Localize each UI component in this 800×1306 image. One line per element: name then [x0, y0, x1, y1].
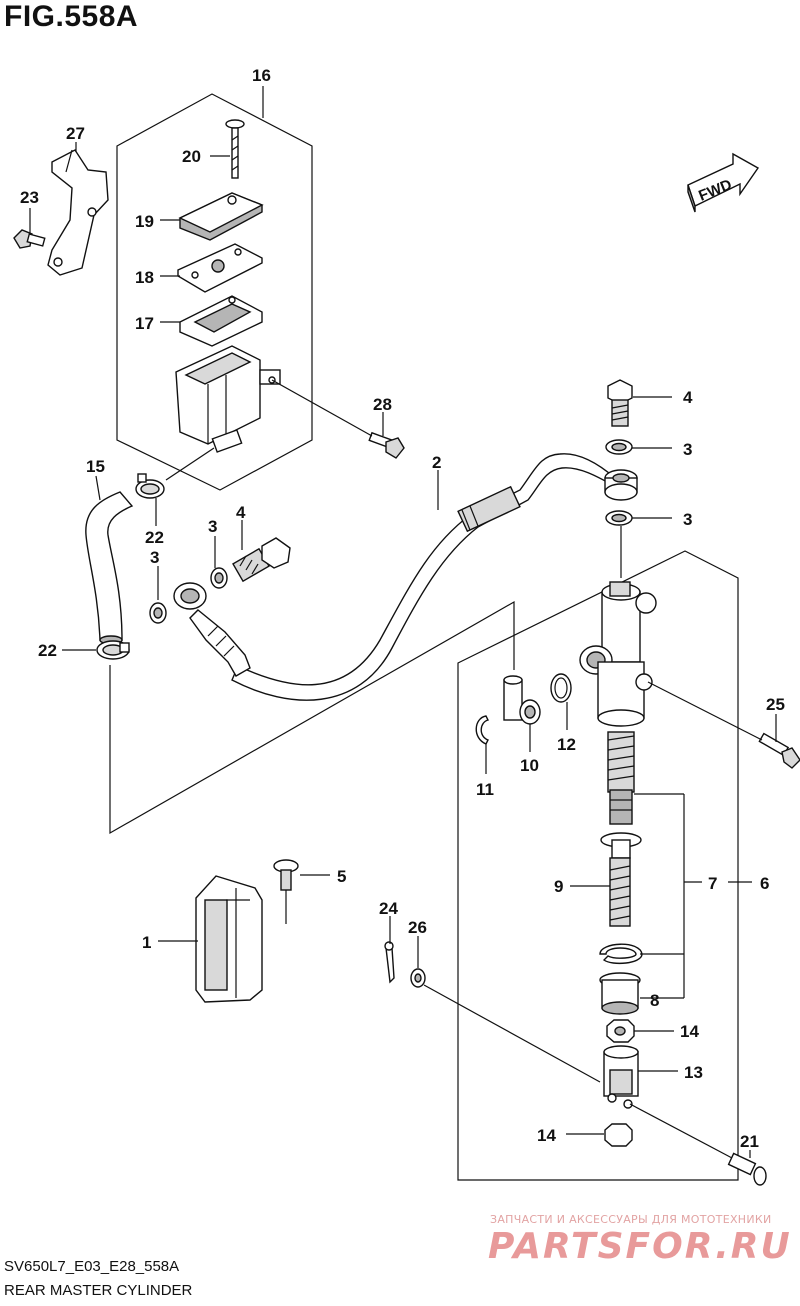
- reservoir-cap-part-19: [178, 192, 264, 241]
- callout-6: 6: [760, 874, 769, 893]
- callout-18: 18: [135, 268, 154, 287]
- diaphragm-plate-part-18: [177, 243, 263, 293]
- callout-4-left: 4: [236, 503, 246, 522]
- cotter-pin-part-24: [384, 941, 395, 984]
- inlet-fitting-part-10: [503, 675, 541, 725]
- callout-12: 12: [557, 735, 576, 754]
- hose-clamp-part-22-upper: [135, 473, 165, 499]
- callout-9: 9: [554, 877, 563, 896]
- watermark-tagline: ЗАПЧАСТИ И АКСЕССУАРЫ ДЛЯ МОТОТЕХНИКИ: [490, 1213, 772, 1226]
- piston-spring-part-7: [600, 731, 642, 859]
- leader-lines: [29, 86, 777, 1158]
- callout-2: 2: [432, 453, 441, 472]
- group-box-6: [457, 550, 739, 1181]
- callout-23: 23: [20, 188, 39, 207]
- reservoir-hose-part-15: [85, 491, 134, 645]
- callout-19: 19: [135, 212, 154, 231]
- callout-15: 15: [86, 457, 105, 476]
- screw-part-5: [273, 859, 299, 924]
- union-bolt-part-4-left: [232, 537, 291, 583]
- callout-13: 13: [684, 1063, 703, 1082]
- bolt-part-25: [647, 681, 800, 769]
- callout-3-right-a: 3: [683, 440, 692, 459]
- figure-code: SV650L7_E03_E28_558A: [4, 1258, 180, 1275]
- fwd-arrow-icon: FWD: [687, 152, 760, 213]
- callout-1: 1: [142, 933, 151, 952]
- clevis-pin-part-21: [629, 1103, 767, 1186]
- callout-8: 8: [650, 991, 659, 1010]
- group-box-hose-outline: [109, 600, 515, 835]
- callout-22-upper: 22: [145, 528, 164, 547]
- o-ring-part-12: [550, 673, 572, 703]
- callout-7: 7: [708, 874, 717, 893]
- callout-5: 5: [337, 867, 346, 886]
- brake-hose-part-2: [231, 453, 620, 701]
- reservoir-cover-part-1: [195, 875, 263, 1003]
- screw-part-20: [225, 119, 245, 179]
- callout-24: 24: [379, 899, 398, 918]
- group-box-16: [116, 93, 313, 491]
- watermark-logo: PARTSFOR.RU: [488, 1226, 792, 1267]
- callout-10: 10: [520, 756, 539, 775]
- callout-25: 25: [766, 695, 785, 714]
- bracket-part-27: [47, 149, 109, 276]
- callout-3-right-b: 3: [683, 510, 692, 529]
- figure-subtitle: REAR MASTER CYLINDER: [4, 1282, 193, 1299]
- callout-20: 20: [182, 147, 201, 166]
- diaphragm-part-17: [179, 295, 263, 347]
- callout-labels: 16 27 20 23 19 18 17 28 4 3 2 15 3 22 3 …: [20, 66, 785, 1151]
- callout-28: 28: [373, 395, 392, 414]
- callout-3-left-a: 3: [150, 548, 159, 567]
- callout-22-lower: 22: [38, 641, 57, 660]
- callout-17: 17: [135, 314, 154, 333]
- callout-3-left-b: 3: [208, 517, 217, 536]
- callout-4-right: 4: [683, 388, 693, 407]
- figure-title: FIG.558A: [4, 0, 139, 33]
- callout-14-lower: 14: [537, 1126, 556, 1145]
- reservoir-body: [165, 345, 281, 481]
- bolt-part-28: [271, 379, 405, 459]
- push-rod-part-9: [609, 857, 631, 927]
- dust-boot-part-8: [599, 972, 641, 1015]
- banjo-fitting-left: [173, 582, 251, 677]
- circlip-part-11: [475, 715, 490, 745]
- hose-clamp-part-22-lower: [96, 640, 130, 660]
- bolt-part-23: [13, 229, 46, 249]
- callout-27: 27: [66, 124, 85, 143]
- callout-11: 11: [476, 780, 494, 799]
- callout-21: 21: [740, 1132, 759, 1151]
- snap-ring: [599, 943, 643, 965]
- clevis-part-13: [603, 1045, 639, 1109]
- callout-26: 26: [408, 918, 427, 937]
- master-cylinder-body: [579, 581, 657, 727]
- banjo-fitting-right: [604, 469, 638, 501]
- union-bolt-part-4-right: [607, 379, 633, 427]
- nut-part-14-lower: [604, 1123, 633, 1147]
- callout-14-upper: 14: [680, 1022, 699, 1041]
- callout-16: 16: [252, 66, 271, 85]
